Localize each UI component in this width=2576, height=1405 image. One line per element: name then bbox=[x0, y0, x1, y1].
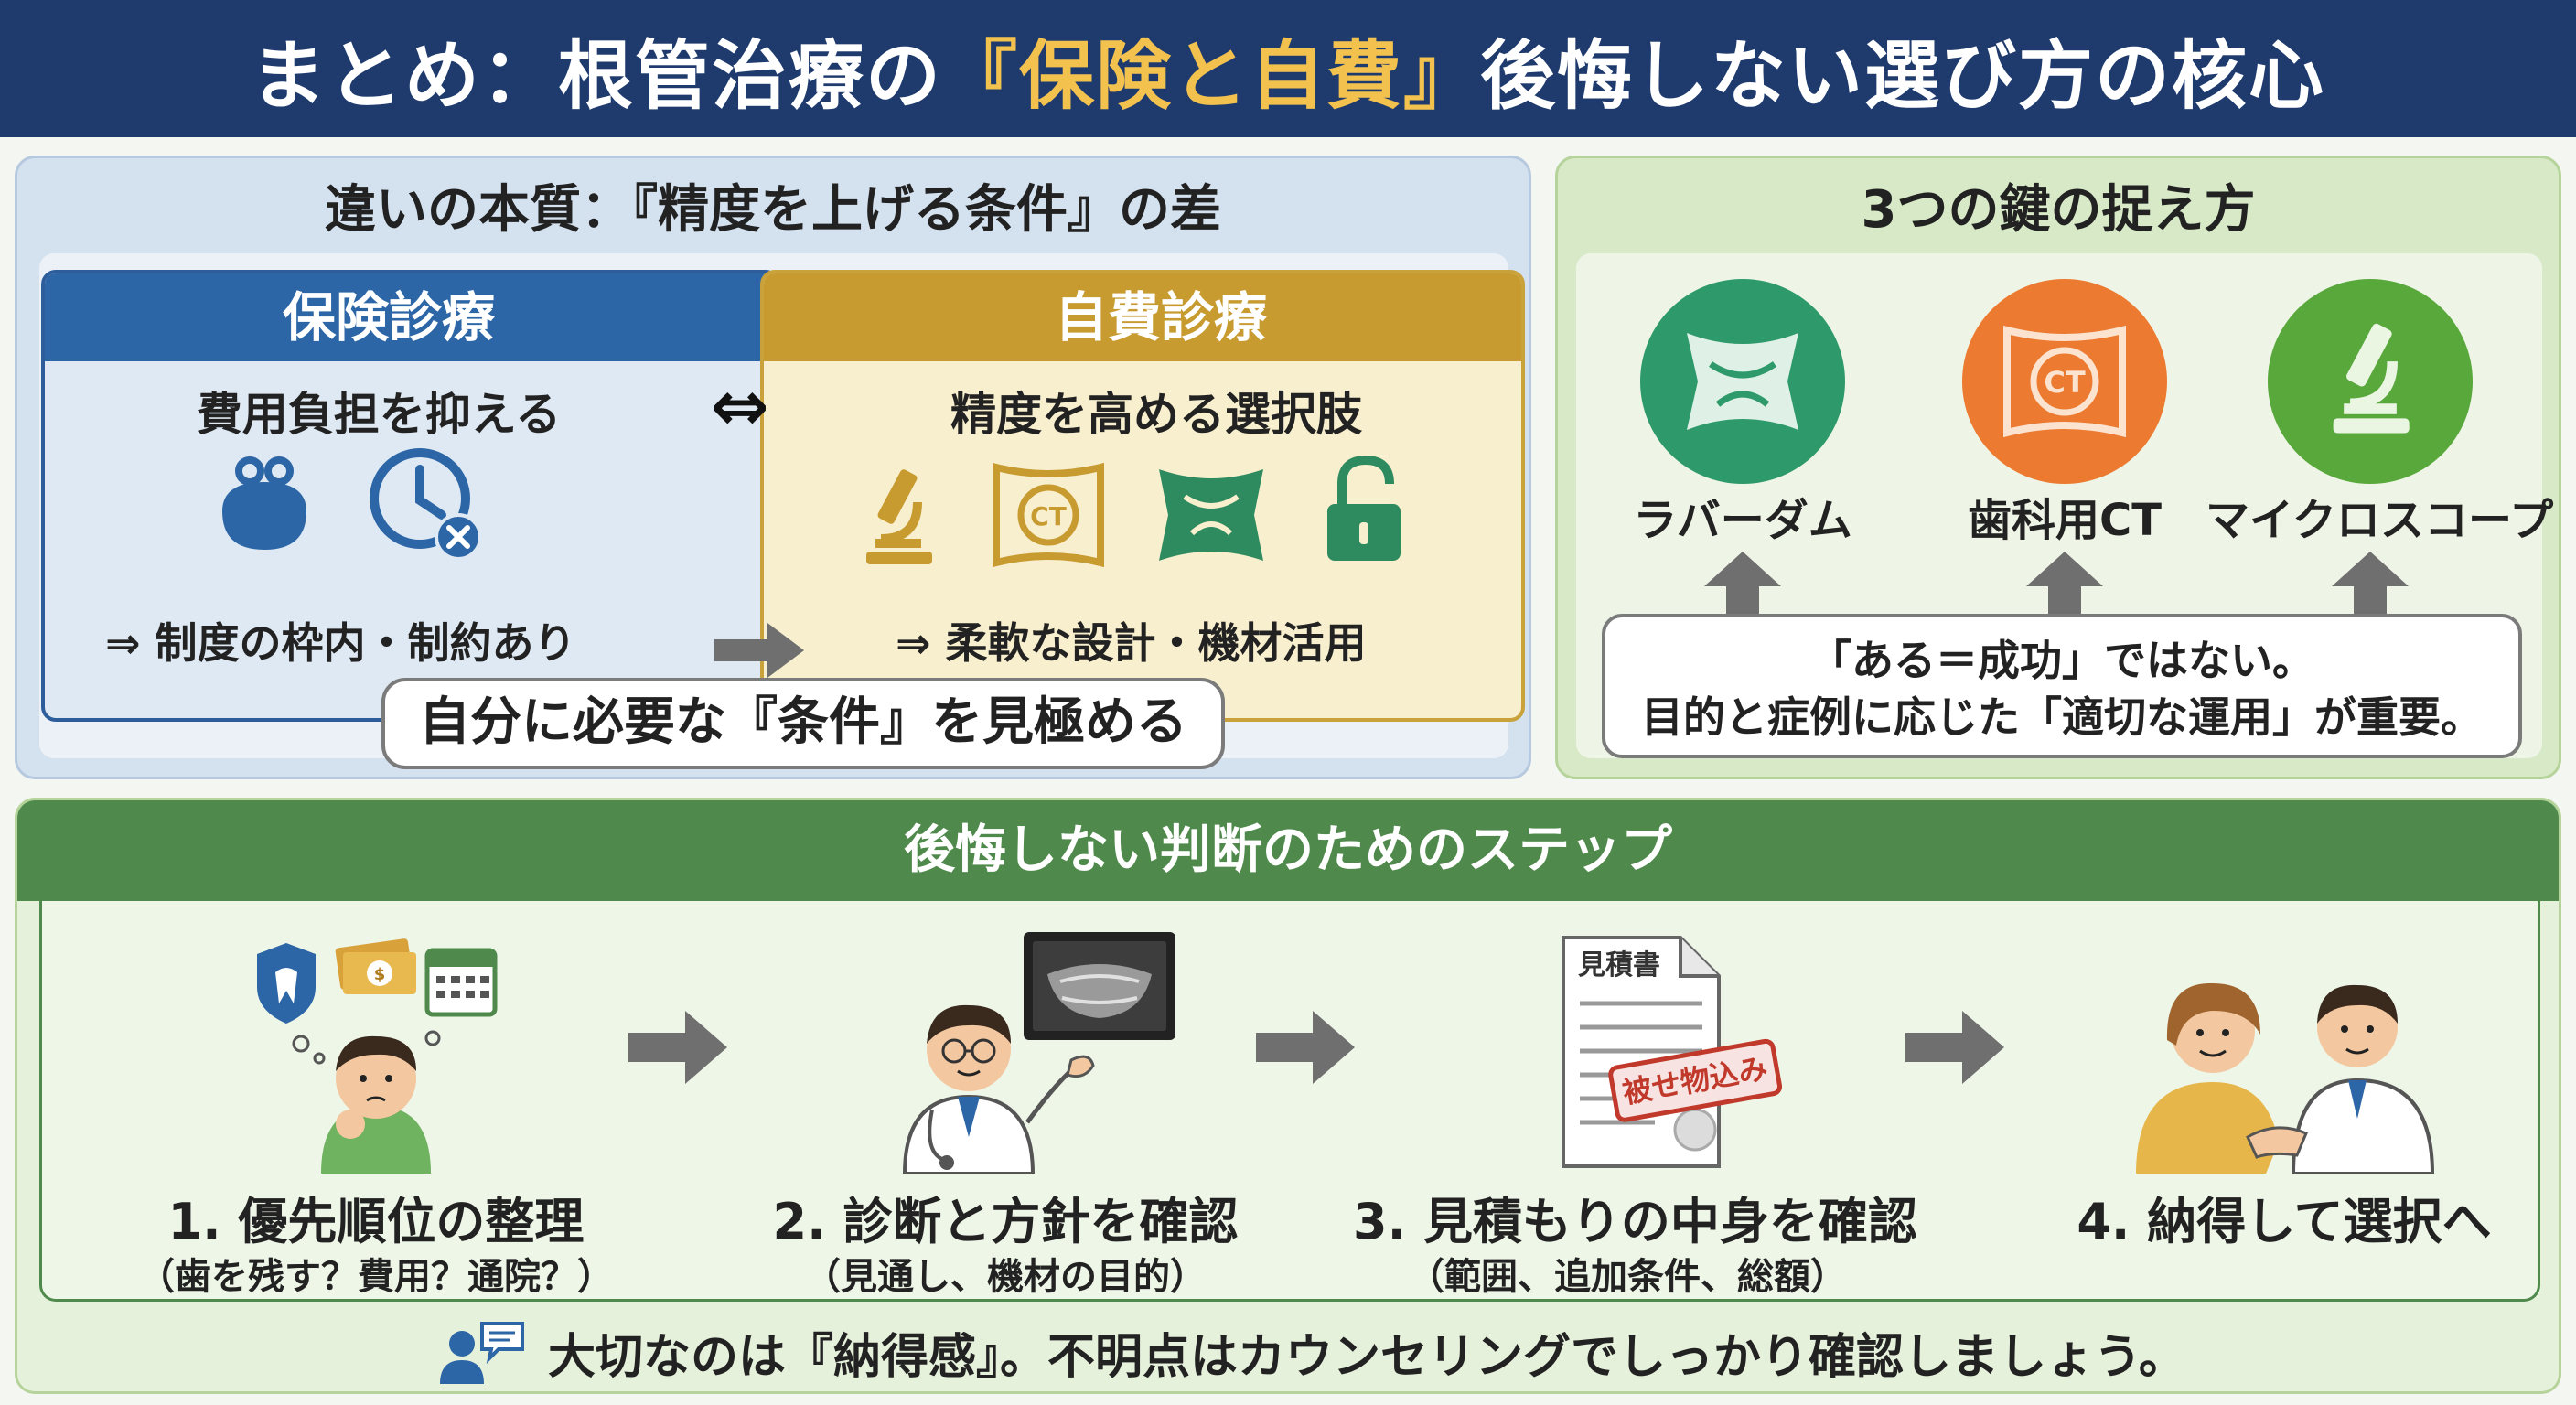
key-label-rubber-dam: ラバーダム bbox=[1633, 495, 1852, 546]
step-4-title: 4. 納得して選択へ bbox=[2077, 1193, 2492, 1250]
condition-callout: 自分に必要な『条件』を見極める bbox=[381, 678, 1225, 769]
comparison-panel: 違いの本質：『精度を上げる条件』の差 保険診療 自費診療 費用負担を抑える ⇔ … bbox=[15, 156, 1531, 779]
step-3: 見積書 被せ物込み 3. 見積もりの中身を確認 （範囲、追加条件、総額） bbox=[1353, 927, 1917, 1311]
up-arrow-icon bbox=[2026, 552, 2103, 616]
steps-heading: 後悔しない判断のためのステップ bbox=[17, 800, 2559, 901]
up-arrow-icon bbox=[2332, 552, 2409, 616]
insurance-note: ⇒ 制度の枠内・制約あり bbox=[105, 618, 576, 668]
unlock-icon bbox=[1327, 455, 1401, 561]
microscope-icon bbox=[866, 469, 932, 564]
keys-panel: 3つの鍵の捉え方 ラバーダム CT 歯科用CT マイクロスコープ 「ある bbox=[1555, 156, 2561, 779]
swap-arrow-icon: ⇔ bbox=[711, 365, 769, 446]
clock-x-icon bbox=[370, 448, 482, 561]
step-4: 4. 納得して選択へ bbox=[2010, 927, 2559, 1311]
self-pay-heading: 自費診療 bbox=[764, 273, 1521, 361]
ct-circle-label: CT bbox=[2044, 365, 2085, 400]
insurance-heading: 保険診療 bbox=[45, 273, 777, 361]
step-1: $ 1. 優先順位の整理 （歯を残す？費用？通院？） bbox=[102, 927, 650, 1311]
step-1-title: 1. 優先順位の整理 bbox=[167, 1193, 585, 1250]
step-1-subtitle: （歯を残す？費用？通院？） bbox=[138, 1256, 614, 1298]
step-2-subtitle: （見通し、機材の目的） bbox=[804, 1256, 1207, 1298]
thinking-person-icon: $ bbox=[102, 927, 650, 1174]
estimate-document-icon: 見積書 被せ物込み bbox=[1353, 927, 1902, 1174]
step-3-subtitle: （範囲、追加条件、総額） bbox=[1408, 1256, 1847, 1298]
ct-icon: CT bbox=[993, 462, 1104, 568]
doctor-xray-icon bbox=[731, 927, 1280, 1174]
comparison-title: 違いの本質：『精度を上げる条件』の差 bbox=[325, 180, 1221, 240]
ct-icon-label: CT bbox=[1030, 501, 1067, 531]
keys-note-line1: 「ある＝成功」ではない。 bbox=[1809, 636, 2314, 685]
header-bar: まとめ：根管治療の『保険と自費』後悔しない選び方の核心 bbox=[0, 0, 2576, 137]
handshake-icon bbox=[2010, 927, 2559, 1174]
estimate-doc-title: 見積書 bbox=[1578, 949, 1660, 981]
title-prefix: まとめ：根管治療の bbox=[250, 32, 942, 120]
step-2-title: 2. 診断と方針を確認 bbox=[772, 1193, 1239, 1250]
rubber-dam-icon bbox=[1640, 279, 1845, 484]
footer-note: 大切なのは『納得感』。不明点はカウンセリングでしっかり確認しましょう。 bbox=[438, 1320, 2186, 1385]
right-arrow-icon bbox=[714, 623, 804, 678]
title-suffix: 後悔しない選び方の核心 bbox=[1480, 32, 2326, 120]
step-2: 2. 診断と方針を確認 （見通し、機材の目的） bbox=[731, 927, 1280, 1311]
right-arrow-icon bbox=[1256, 1011, 1355, 1084]
coin-purse-icon bbox=[222, 456, 306, 550]
insurance-card: 保険診療 bbox=[41, 270, 780, 722]
ct-icon: CT bbox=[1962, 279, 2167, 484]
insurance-subtitle: 費用負担を抑える bbox=[196, 388, 562, 441]
keys-note: 「ある＝成功」ではない。 目的と症例に応じた「適切な運用」が重要。 bbox=[1602, 614, 2522, 758]
self-pay-note: ⇒ 柔軟な設計・機材活用 bbox=[896, 618, 1367, 668]
key-label-ct: 歯科用CT bbox=[1968, 495, 2162, 546]
self-pay-subtitle: 精度を高める選択肢 bbox=[950, 388, 1362, 441]
right-arrow-icon bbox=[1905, 1011, 2004, 1084]
up-arrow-icon bbox=[1704, 552, 1781, 616]
footer-note-text: 大切なのは『納得感』。不明点はカウンセリングでしっかり確認しましょう。 bbox=[548, 1329, 2186, 1385]
steps-panel: 後悔しない判断のためのステップ $ bbox=[15, 798, 2561, 1394]
right-arrow-icon bbox=[628, 1011, 727, 1084]
key-label-microscope: マイクロスコープ bbox=[2206, 495, 2554, 546]
keys-title: 3つの鍵の捉え方 bbox=[1861, 180, 2256, 240]
counseling-icon bbox=[440, 1322, 524, 1384]
page-title: まとめ：根管治療の『保険と自費』後悔しない選び方の核心 bbox=[251, 15, 2325, 123]
microscope-icon bbox=[2268, 279, 2473, 484]
title-highlight: 『保険と自費』 bbox=[941, 32, 1480, 120]
keys-note-line2: 目的と症例に応じた「適切な運用」が重要。 bbox=[1641, 692, 2483, 742]
step-3-title: 3. 見積もりの中身を確認 bbox=[1353, 1193, 1917, 1250]
rubber-dam-icon bbox=[1159, 469, 1263, 561]
svg-text:$: $ bbox=[374, 965, 386, 984]
